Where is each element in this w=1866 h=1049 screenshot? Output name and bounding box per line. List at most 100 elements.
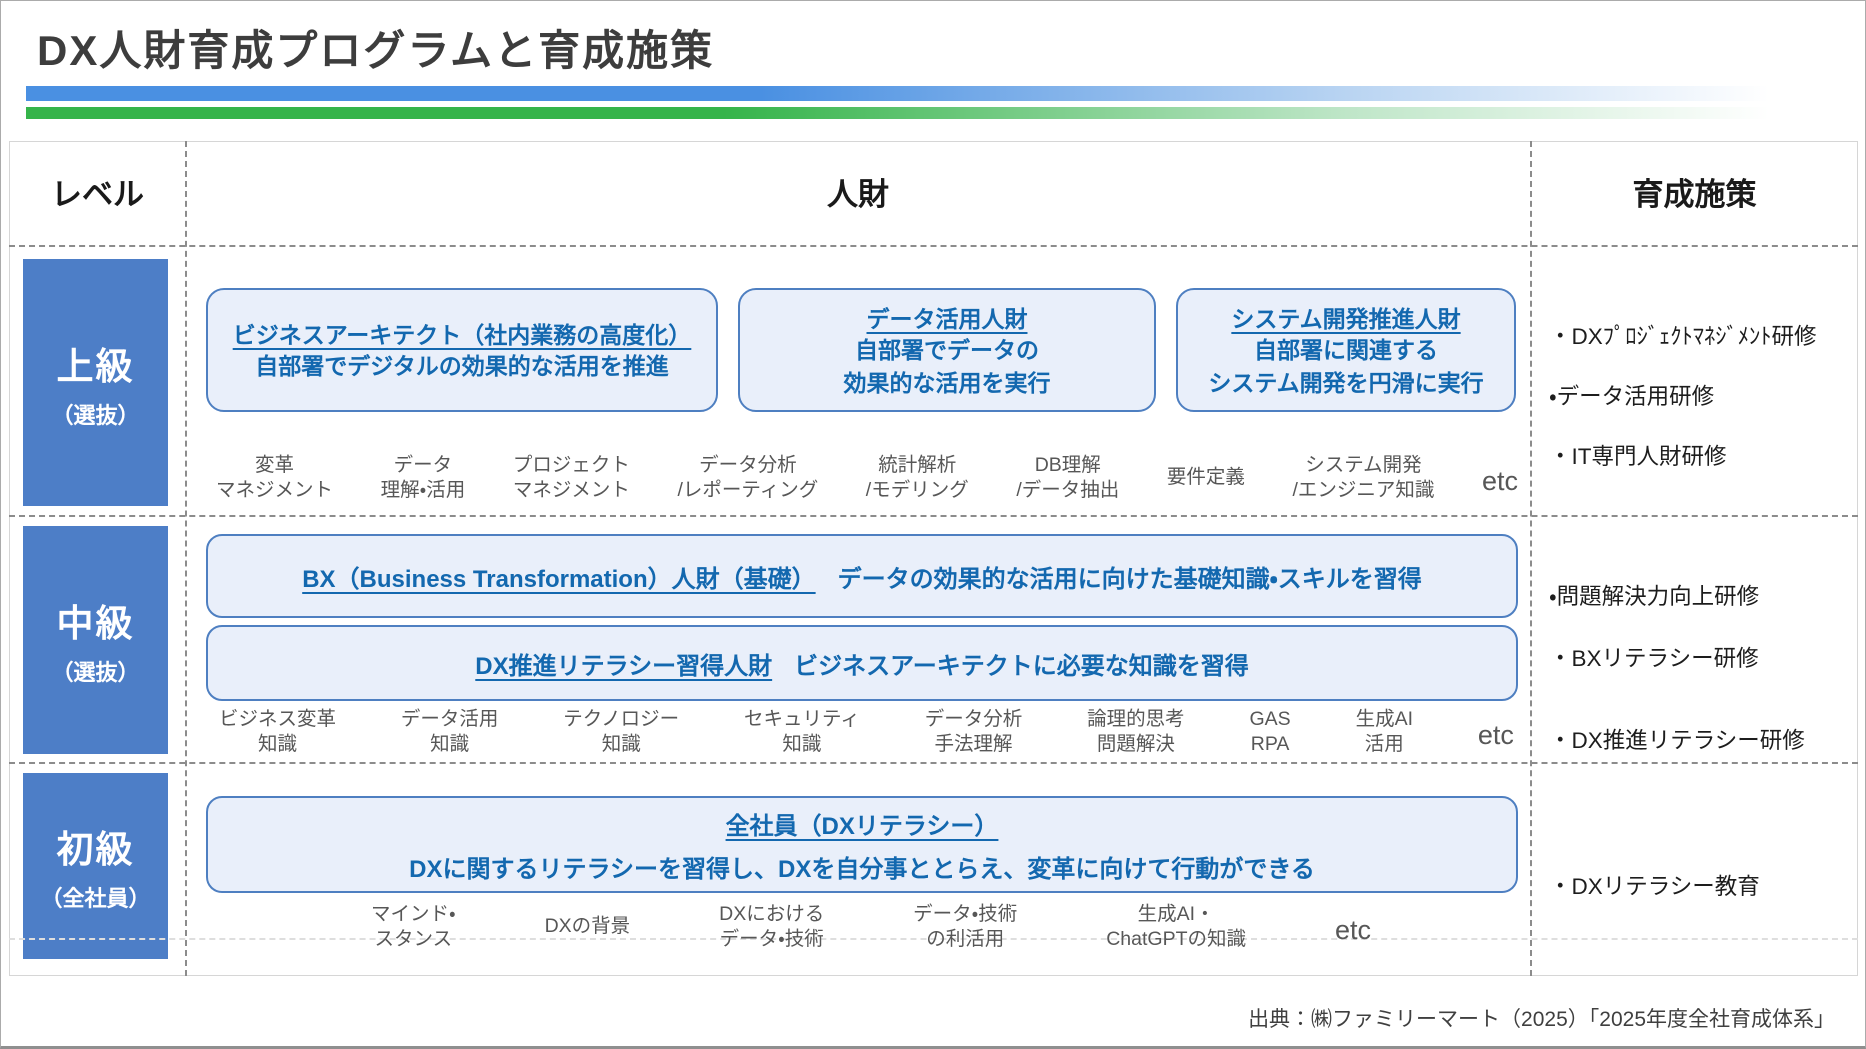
etc-label: etc [1334, 914, 1371, 945]
skill-line: DXにおける [719, 902, 825, 925]
skill-line: ChatGPTの知識 [1106, 928, 1246, 950]
skill-item: GAS RPA [1250, 707, 1291, 758]
skills-row-advanced: 変革 マネジメント データ 理解・活用 プロジェクト マネジメント データ分析 … [216, 447, 1518, 509]
table-frame [9, 141, 1858, 976]
talent-card-all-employees: 全社員（DXリテラシー） DXに関するリテラシーを習得し、DXを自分事ととらえ、… [206, 796, 1518, 893]
accent-bar-green [26, 107, 1861, 119]
measure-item: ・BXリテラシー研修 [1549, 646, 1759, 671]
row-divider-intermediate-beginner [9, 762, 1858, 764]
skill-line: の利活用 [926, 928, 1005, 950]
skill-item: データ・技術 の利活用 [913, 902, 1017, 953]
skill-item: 生成AI 活用 [1356, 707, 1413, 758]
skill-line: 知識 [430, 733, 470, 755]
etc-label: etc [1477, 719, 1514, 750]
card-line: 自部署でデジタルの効果的な活用を推進 [255, 353, 669, 380]
skill-line: ビジネス変革 [219, 707, 337, 730]
skill-item: データ 理解・活用 [381, 453, 466, 504]
skill-item: 要件定義 [1167, 465, 1245, 490]
accent-bar-blue [26, 86, 1861, 101]
measure-item: ・データ活用研修 [1549, 384, 1715, 409]
skill-line: マインド・ [371, 902, 456, 925]
skill-item: セキュリティ 知識 [744, 707, 860, 758]
level-sublabel: （選抜） [51, 660, 140, 685]
skill-line: 理解・活用 [380, 479, 466, 501]
card-line: 自部署に関連する [1254, 336, 1438, 363]
skill-line: 問題解決 [1096, 733, 1175, 755]
skill-line: マネジメント [512, 479, 630, 501]
measure-item: ・IT専門人財研修 [1549, 444, 1727, 469]
level-box-advanced: 上級 （選抜） [23, 259, 168, 506]
skill-line: データ・技術 [913, 902, 1018, 925]
header-jinzai: 人財 [827, 177, 889, 212]
measure-item: ・DX推進リテラシー研修 [1549, 728, 1805, 753]
etc-label: etc [1481, 465, 1518, 496]
skill-line: 変革 [255, 453, 295, 476]
skill-line: データ分析 [699, 453, 797, 476]
measure-item: ・DXﾌﾟﾛｼﾞｪｸﾄﾏﾈｼﾞﾒﾝﾄ研修 [1549, 324, 1817, 349]
skill-item: DXにおける データ・技術 [719, 902, 824, 953]
level-label: 中級 [56, 603, 135, 644]
skill-line: システム開発 [1305, 453, 1422, 476]
skill-item: 変革 マネジメント [216, 453, 333, 504]
skill-line: データ活用 [400, 707, 499, 730]
skill-line: GAS [1249, 707, 1291, 730]
skill-line: プロジェクト [512, 453, 630, 476]
skill-line: 活用 [1364, 733, 1404, 755]
skill-item: データ活用 知識 [401, 707, 499, 758]
measure-item: ・DXリテラシー教育 [1549, 874, 1760, 899]
skill-line: /エンジニア知識 [1292, 479, 1435, 501]
level-box-intermediate: 中級 （選抜） [23, 526, 168, 754]
level-box-beginner: 初級 （全社員） [23, 773, 168, 959]
skill-line: 論理的思考 [1087, 707, 1185, 730]
card-line: 自部署でデータの [855, 336, 1039, 363]
card-description: ビジネスアーキテクトに必要な知識を習得 [794, 652, 1249, 680]
skill-line: RPA [1250, 733, 1290, 755]
skill-item: マインド・ スタンス [371, 902, 456, 953]
skill-line: 知識 [258, 733, 298, 755]
skill-line: DB理解 [1034, 453, 1101, 476]
card-title: BX（Business Transformation）人財（基礎） [302, 565, 816, 593]
skill-item: プロジェクト マネジメント [513, 453, 630, 504]
card-description: DXに関するリテラシーを習得し、DXを自分事ととらえ、変革に向けて行動ができる [409, 855, 1315, 883]
skill-item: システム開発 /エンジニア知識 [1292, 453, 1434, 504]
skill-line: 手法理解 [934, 733, 1013, 755]
header-measures: 育成施策 [1632, 177, 1757, 212]
skill-line: テクノロジー [563, 707, 680, 730]
card-title: ビジネスアーキテクト（社内業務の高度化） [232, 322, 692, 349]
skills-row-intermediate: ビジネス変革 知識 データ活用 知識 テクノロジー 知識 セキュリティ 知識 デ… [219, 705, 1514, 759]
level-label: 初級 [56, 829, 135, 870]
skill-line: スタンス [374, 928, 453, 950]
skill-item: データ分析 手法理解 [925, 707, 1023, 758]
skill-item: ビジネス変革 知識 [219, 707, 336, 758]
skill-line: DXの背景 [544, 915, 631, 938]
skill-line: セキュリティ [744, 707, 860, 730]
column-divider-left [185, 141, 187, 976]
measure-item: ・問題解決力向上研修 [1549, 584, 1760, 609]
talent-card-business-architect: ビジネスアーキテクト（社内業務の高度化） 自部署でデジタルの効果的な活用を推進 [206, 288, 718, 412]
skill-line: データ [393, 453, 453, 476]
skill-line: 知識 [782, 733, 822, 755]
row-divider-header [9, 245, 1858, 247]
page-title: DX人財育成プログラムと育成施策 [37, 27, 715, 74]
card-line: システム開発を円滑に実行 [1208, 370, 1484, 396]
card-title: 全社員（DXリテラシー） [725, 812, 999, 840]
column-divider-right [1530, 141, 1532, 976]
skill-item: 生成AI・ ChatGPTの知識 [1106, 902, 1246, 953]
card-title: DX推進リテラシー習得人財 [475, 652, 773, 680]
card-title: システム開発推進人財 [1231, 305, 1461, 332]
level-sublabel: （全社員） [40, 886, 151, 911]
skills-row-beginner: マインド・ スタンス DXの背景 DXにおける データ・技術 データ・技術 の利… [371, 899, 1371, 955]
talent-card-dx-literacy-acquisition: DX推進リテラシー習得人財 ビジネスアーキテクトに必要な知識を習得 [206, 625, 1518, 701]
card-line: 効果的な活用を実行 [843, 370, 1051, 396]
skill-item: 統計解析 /モデリング [866, 453, 969, 504]
skill-item: データ分析 /レポーティング [677, 453, 818, 504]
skill-line: /モデリング [865, 479, 969, 501]
skill-line: マネジメント [216, 479, 334, 501]
row-divider-light [9, 938, 1858, 940]
skill-line: データ分析 [924, 707, 1023, 730]
skill-line: /データ抽出 [1016, 479, 1120, 501]
skill-line: /レポーティング [677, 479, 819, 501]
source-note: 出典：㈱ファミリーマート（2025）「2025年度全社育成体系」 [1248, 1008, 1835, 1031]
level-label: 上級 [56, 345, 135, 387]
